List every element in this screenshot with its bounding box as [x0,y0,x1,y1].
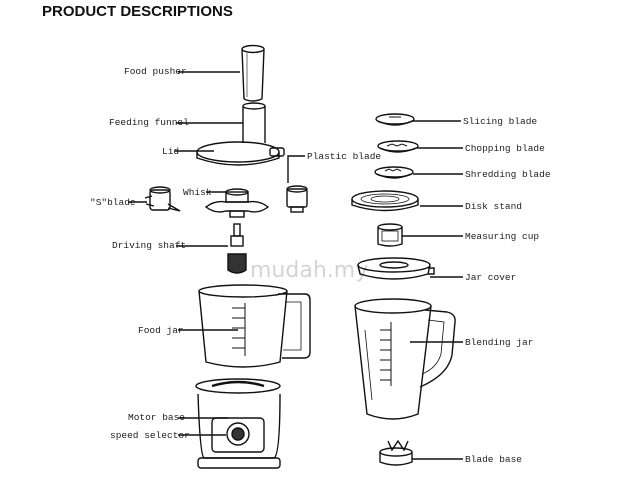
label-blending-jar: Blending jar [465,337,534,348]
disk-stand [351,190,419,212]
plastic-blade [286,185,308,213]
shredding-blade [374,166,414,179]
measuring-cup [377,223,403,247]
label-whisk: Whisk [183,187,212,198]
motor-base [195,378,281,469]
label-disk-stand: Disk stand [465,201,523,212]
lid [196,141,285,166]
label-lid: Lid [162,146,180,157]
chopping-blade [377,140,419,153]
label-chopping-blade: Chopping blade [465,143,545,154]
whisk [204,188,270,218]
slicing-blade [375,113,415,126]
blending-jar [354,298,456,420]
label-s-blade: "S"blade [90,197,136,208]
food-pusher [241,44,265,102]
leader-plastic-blade [287,155,305,183]
feeding-funnel [242,102,266,143]
label-plastic-blade: Plastic blade [307,151,382,162]
label-speed-selector: speed selector [110,430,190,441]
label-blade-base: Blade base [465,454,523,465]
label-slicing-blade: Slicing blade [463,116,538,127]
label-jar-cover: Jar cover [465,272,517,283]
watermark: mudah.my [250,258,369,283]
s-blade [144,186,181,212]
label-food-pusher: Food pusher [124,66,187,77]
label-driving-shaft: Driving shaft [112,240,187,251]
driving-shaft [227,223,247,274]
label-shredding-blade: Shredding blade [465,169,551,180]
jar-cover [357,257,435,280]
label-motor-base: Motor base [128,412,186,423]
label-feeding-funnel: Feeding funnel [109,117,189,128]
page-title: PRODUCT DESCRIPTIONS [42,3,233,20]
label-measuring-cup: Measuring cup [465,231,540,242]
blade-base [379,439,413,466]
label-food-jar: Food jar [138,325,184,336]
food-jar [198,284,311,368]
